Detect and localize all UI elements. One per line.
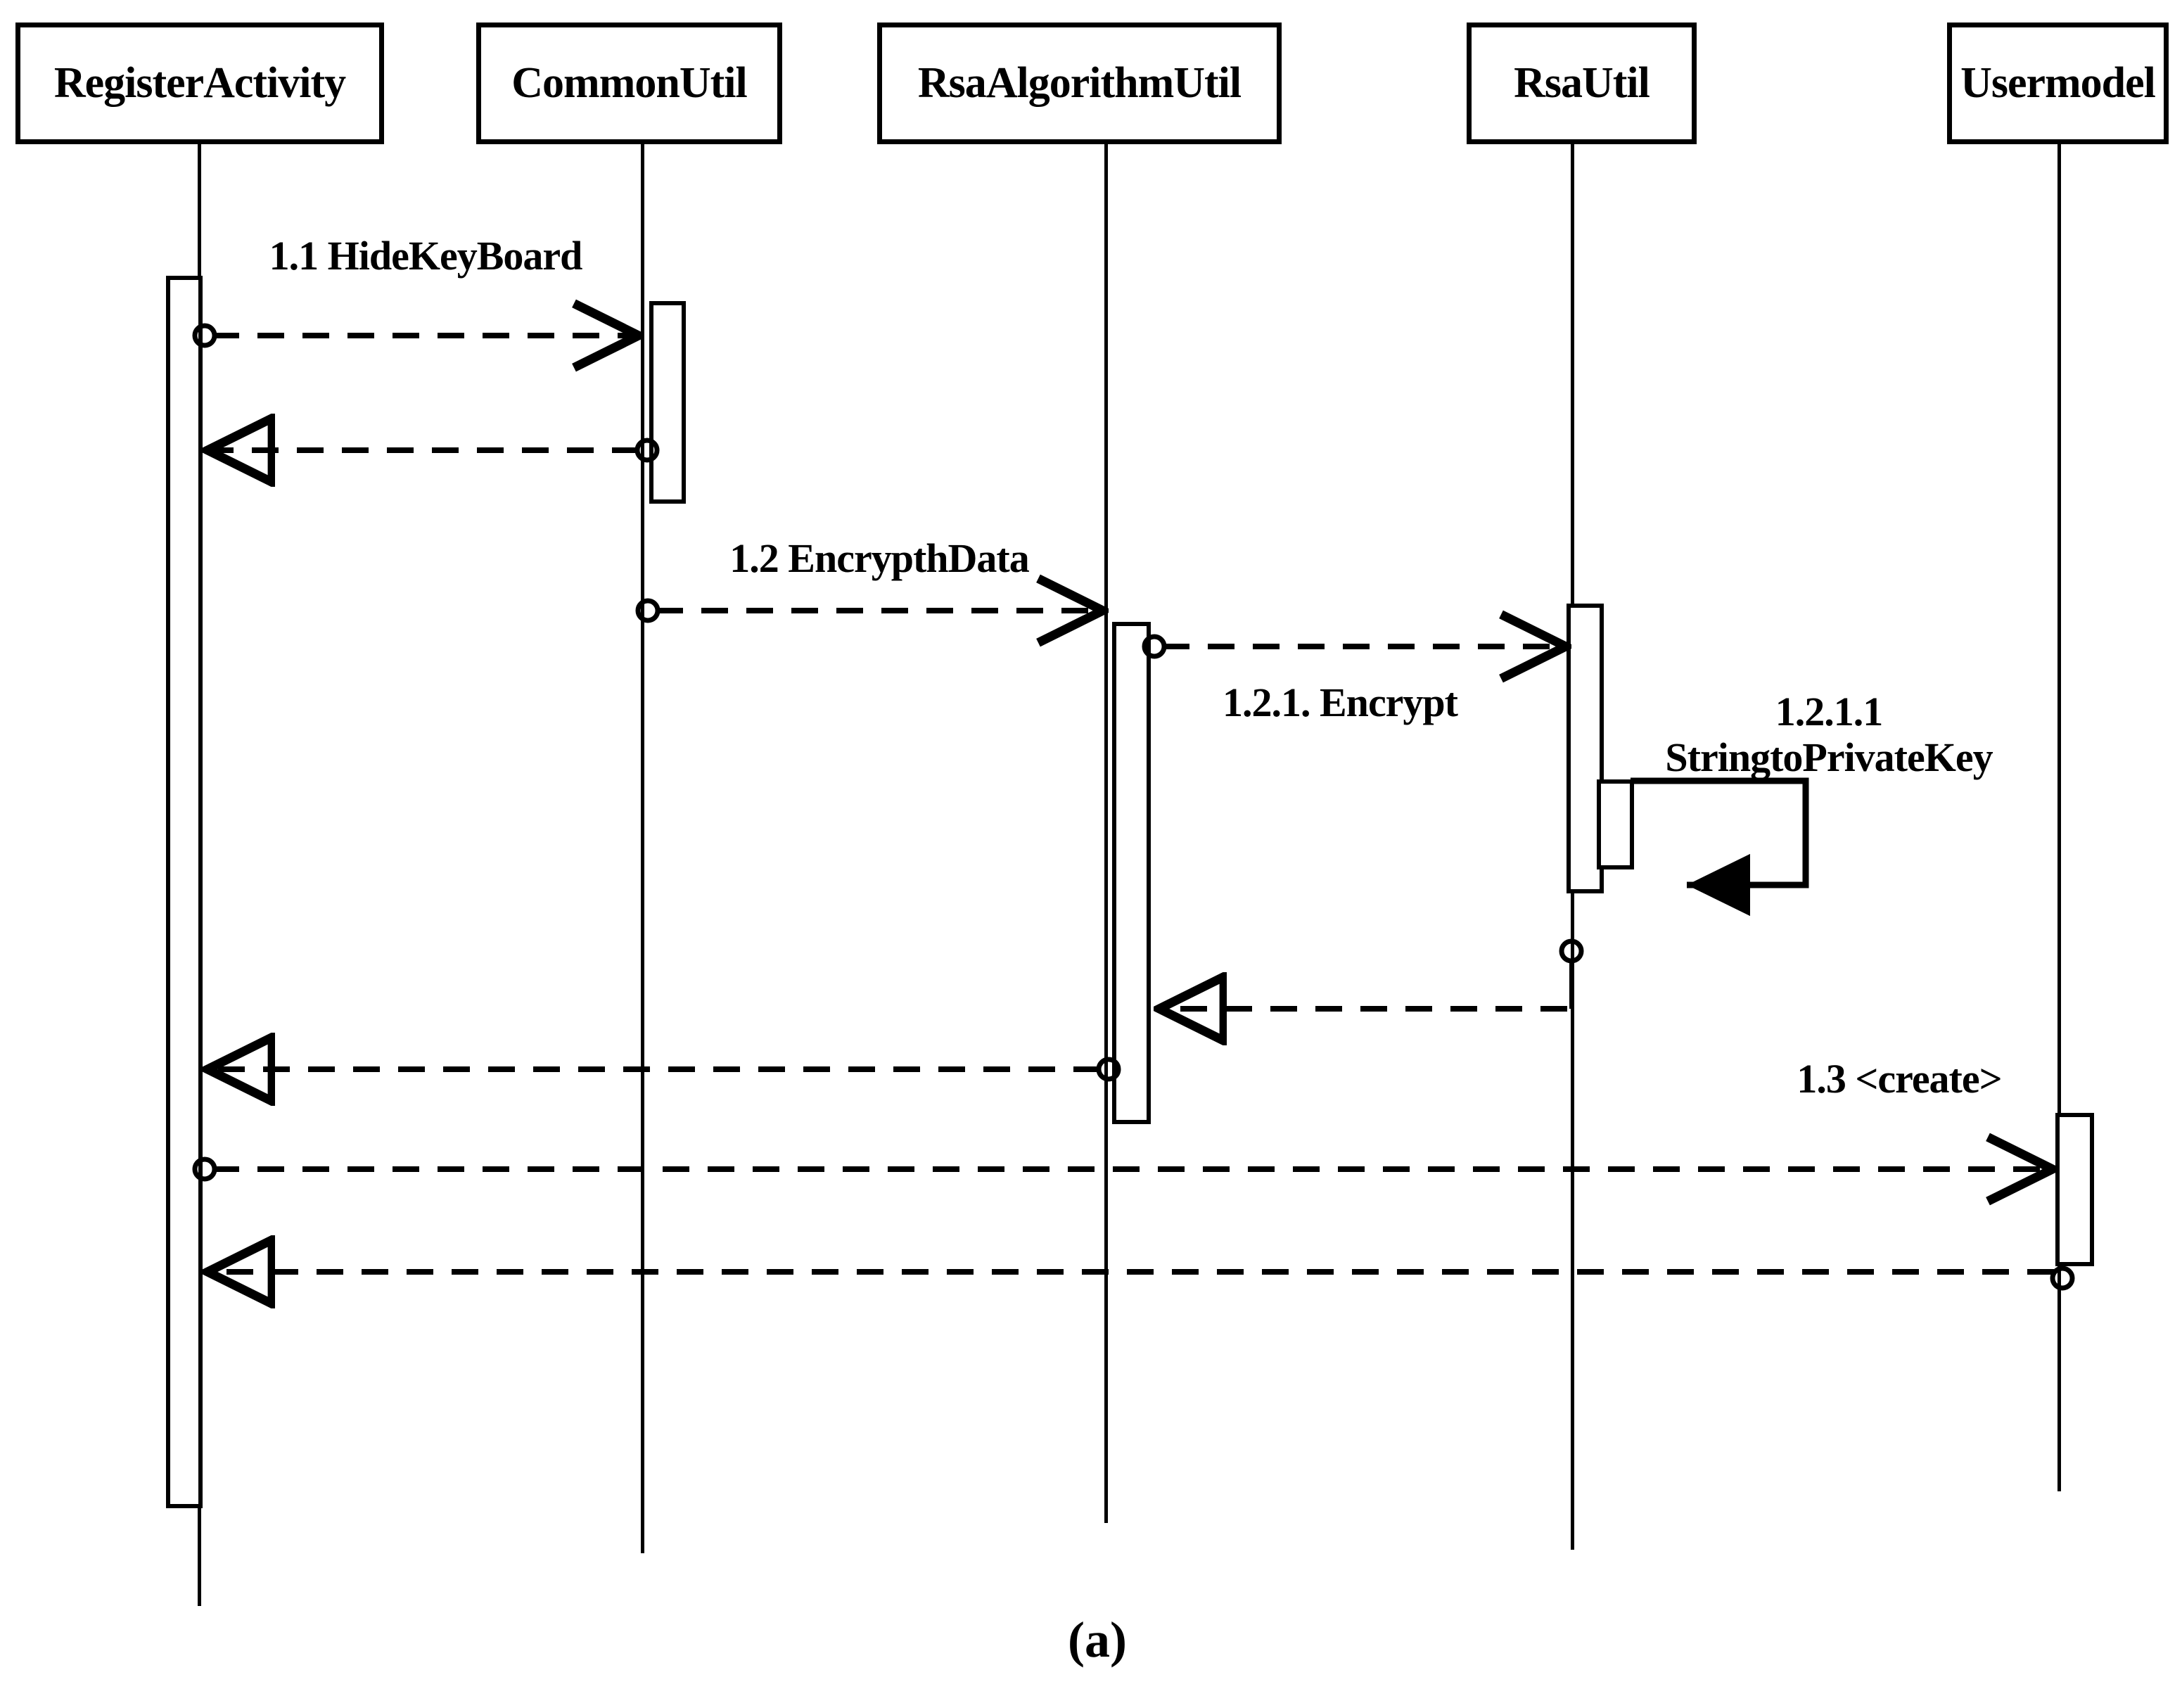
participant-box-usermodel[interactable]: Usermodel (1947, 23, 2169, 144)
participant-label-usermodel: Usermodel (1960, 59, 2156, 107)
figure-caption: (a) (1068, 1612, 1127, 1668)
message-1-2-return[interactable] (208, 1059, 1121, 1079)
participant-box-registeractivity[interactable]: RegisterActivity (15, 23, 384, 144)
message-label-1-3: 1.3 <create> (1797, 1056, 2002, 1102)
message-1-3-create[interactable] (192, 1159, 2053, 1179)
participant-label-registeractivity: RegisterActivity (53, 59, 346, 107)
participant-box-rsaalgorithmutil[interactable]: RsaAlgorithmUtil (877, 23, 1282, 144)
message-label-1-1: 1.1 HideKeyBoard (269, 233, 583, 279)
message-1-2-1-encrypt[interactable] (1142, 637, 1566, 656)
participant-label-rsautil: RsaUtil (1514, 59, 1650, 107)
activation-bar-rsaalgorithmutil (1112, 622, 1151, 1124)
message-label-1-2: 1.2 EncrypthData (729, 535, 1029, 581)
participant-box-commonutil[interactable]: CommonUtil (476, 23, 782, 144)
message-1-2-encrypthdata[interactable] (635, 601, 1103, 620)
lifeline-commonutil (641, 144, 644, 1553)
participant-label-rsaalgorithmutil: RsaAlgorithmUtil (917, 59, 1242, 107)
lifeline-usermodel (2057, 144, 2061, 1491)
participant-label-commonutil: CommonUtil (511, 59, 747, 107)
message-label-1-2-1-1-line2: StringtoPrivateKey (1665, 734, 1993, 780)
message-1-3-return[interactable] (208, 1268, 2075, 1288)
lifeline-rsaalgorithmutil (1104, 144, 1108, 1523)
message-label-1-2-1: 1.2.1. Encrypt (1223, 680, 1458, 725)
message-label-1-2-1-1: 1.2.1.1 StringtoPrivateKey (1632, 689, 2026, 781)
activation-bar-registeractivity (166, 276, 203, 1508)
activation-bar-commonutil (649, 301, 686, 504)
participant-box-rsautil[interactable]: RsaUtil (1467, 23, 1697, 144)
activation-bar-rsautil-nested (1597, 779, 1634, 869)
activation-bar-usermodel (2055, 1113, 2094, 1266)
message-1-2-1-return[interactable] (1159, 938, 1584, 1009)
message-1-1-hidekeyboard[interactable] (192, 326, 639, 345)
message-1-1-return[interactable] (208, 440, 660, 460)
message-label-1-2-1-1-line1: 1.2.1.1 (1775, 689, 1884, 734)
message-1-2-1-1-stringtoprivatekey[interactable] (1631, 777, 1809, 917)
